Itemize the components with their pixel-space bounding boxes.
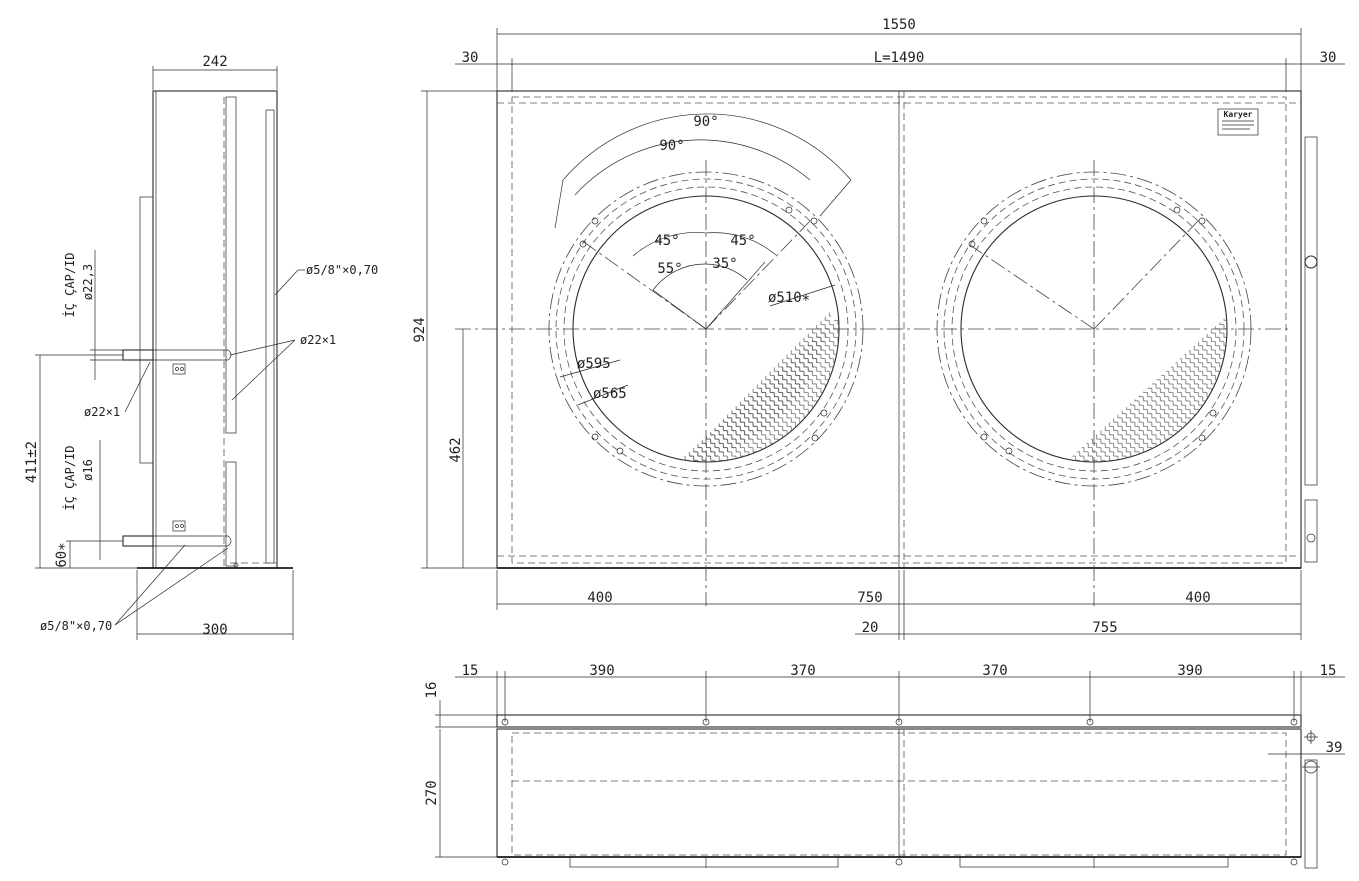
- fan-right: [936, 171, 1252, 487]
- bottom-view: 15 390 370 370 390 15 39: [424, 663, 1345, 869]
- angle-55: 55°: [657, 261, 682, 277]
- dim-400-right: 400: [1185, 590, 1210, 606]
- right-header-tube: [1304, 136, 1318, 486]
- dim-370-b: 370: [982, 663, 1007, 679]
- coil-block-upper: [225, 96, 237, 434]
- nameplate: [1217, 108, 1259, 136]
- dim-270: 270: [424, 780, 440, 805]
- dim-side-base: 300: [202, 622, 227, 638]
- dim-390-b: 390: [1177, 663, 1202, 679]
- angle-35: 35°: [712, 256, 737, 272]
- outlet-id-label: İÇ ÇAP/ID: [62, 445, 77, 510]
- angle-90-inner: 90°: [659, 138, 684, 154]
- dia-565: ø565: [593, 386, 627, 402]
- inlet-id-dia: ø22,3: [81, 264, 95, 300]
- inlet-pipe-bend: [153, 349, 232, 361]
- pipe-label-right: ø22×1: [300, 333, 336, 347]
- inlet-pipe-stub: [122, 349, 154, 361]
- dim-20: 20: [862, 620, 879, 636]
- fin-tube: [265, 109, 275, 564]
- side-view: 242 300 411±2 60∗ İÇ ÇAP/ID ø22,3 İÇ ÇAP…: [24, 54, 378, 640]
- mounting-flange: [496, 714, 1302, 728]
- fin-pipe-label-right: ø5/8"×0,70: [306, 263, 378, 277]
- dim-overall-1550: 1550: [882, 17, 916, 33]
- angle-45-right: 45°: [730, 233, 755, 249]
- dim-750: 750: [857, 590, 882, 606]
- outlet-id-dia: ø16: [81, 459, 95, 481]
- dim-height-411: 411±2: [24, 441, 40, 483]
- dim-15-right: 15: [1320, 663, 1337, 679]
- dim-length-1490: L=1490: [874, 50, 925, 66]
- outlet-pipe-bend: [153, 535, 232, 547]
- outlet-pipe-stub: [122, 535, 154, 547]
- dim-400-left: 400: [587, 590, 612, 606]
- nameplate-brand: Karyer: [1224, 110, 1253, 119]
- dia-595: ø595: [577, 356, 611, 372]
- dim-edge-30-right: 30: [1320, 50, 1337, 66]
- dim-370-a: 370: [790, 663, 815, 679]
- dim-755: 755: [1092, 620, 1117, 636]
- dim-side-depth: 242: [202, 54, 227, 70]
- inlet-id-label: İÇ ÇAP/ID: [62, 252, 77, 317]
- angle-45-left: 45°: [654, 233, 679, 249]
- dim-edge-30-left: 30: [462, 50, 479, 66]
- coil-block-lower: [225, 461, 237, 567]
- dim-390-a: 390: [589, 663, 614, 679]
- fin-pipe-label-bottom: ø5/8"×0,70: [40, 619, 112, 633]
- angle-90-outer: 90°: [693, 114, 718, 130]
- dim-height-60: 60∗: [54, 542, 70, 567]
- pipe-label-left: ø22×1: [84, 405, 120, 419]
- dim-height-462: 462: [448, 437, 464, 462]
- header-tube: [139, 196, 154, 464]
- dim-16: 16: [424, 682, 440, 699]
- side-casing: [152, 90, 278, 569]
- front-view: 1550 L=1490 30 30 Karyer: [412, 17, 1345, 640]
- fan-left: 90° 90° 45° 45° 55° 35° ø510∗ ø595 ø565: [548, 113, 864, 487]
- dia-510: ø510∗: [768, 290, 810, 306]
- dim-15-left: 15: [462, 663, 479, 679]
- dim-39: 39: [1326, 740, 1343, 756]
- dim-height-924: 924: [412, 317, 428, 342]
